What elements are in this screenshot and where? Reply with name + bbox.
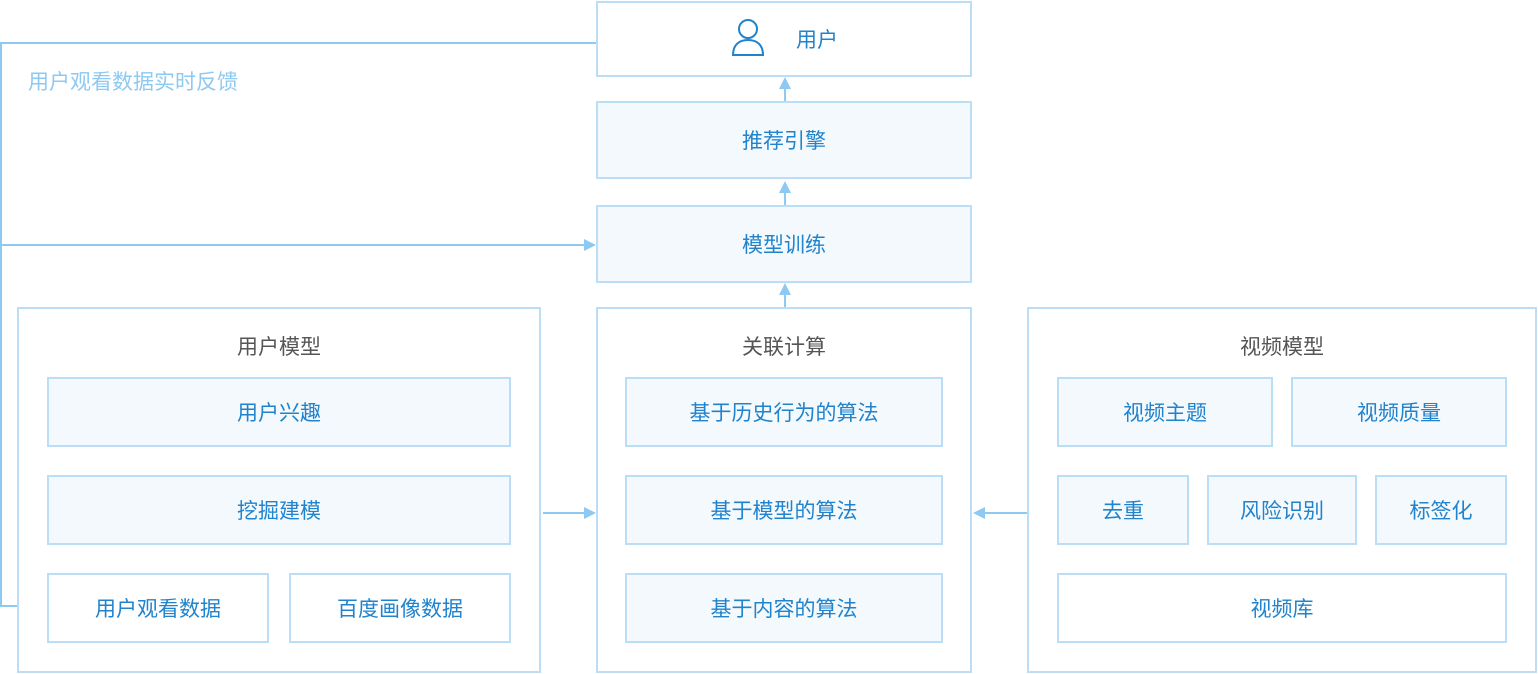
algorithm-item[interactable]: 基于模型的算法 [625,475,943,545]
algorithm-label: 基于历史行为的算法 [689,401,879,425]
profile-data-label: 百度画像数据 [337,597,463,621]
engine-label: 推荐引擎 [742,129,826,153]
arrowhead [779,283,791,295]
tagging-label: 标签化 [1409,499,1473,523]
model-training-node[interactable]: 模型训练 [596,205,972,283]
recommendation-engine-node[interactable]: 推荐引擎 [596,101,972,179]
arrowhead [779,181,791,193]
mining-label: 挖掘建模 [237,499,321,523]
algorithm-item[interactable]: 基于历史行为的算法 [625,377,943,447]
algorithm-item[interactable]: 基于内容的算法 [625,573,943,643]
user-interest-node[interactable]: 用户兴趣 [47,377,511,447]
algorithm-label: 基于内容的算法 [710,597,858,621]
arrowhead [584,239,596,251]
watch-data-label: 用户观看数据 [95,597,221,621]
association-title: 关联计算 [742,335,826,359]
video-quality-node[interactable]: 视频质量 [1291,377,1507,447]
user-label: 用户 [796,28,838,52]
baidu-profile-data-node[interactable]: 百度画像数据 [289,573,511,643]
risk-identification-node[interactable]: 风险识别 [1207,475,1357,545]
video-topic-node[interactable]: 视频主题 [1057,377,1273,447]
risk-label: 风险识别 [1240,499,1324,523]
arrowhead [779,77,791,89]
training-label: 模型训练 [742,233,826,257]
dedup-label: 去重 [1102,499,1144,523]
user-node[interactable]: 用户 [596,1,972,77]
mining-modeling-node[interactable]: 挖掘建模 [47,475,511,545]
video-library-node[interactable]: 视频库 [1057,573,1507,643]
video-library-label: 视频库 [1250,597,1314,621]
arrowhead [973,507,985,519]
video-topic-label: 视频主题 [1123,401,1207,425]
dedup-node[interactable]: 去重 [1057,475,1189,545]
video-model-title: 视频模型 [1240,335,1324,359]
tagging-node[interactable]: 标签化 [1375,475,1507,545]
user-watch-data-node[interactable]: 用户观看数据 [47,573,269,643]
video-quality-label: 视频质量 [1357,401,1441,425]
arrowhead [584,507,596,519]
feedback-label: 用户观看数据实时反馈 [28,70,238,94]
user-model-title: 用户模型 [237,335,321,359]
user-icon [730,17,766,62]
algorithm-label: 基于模型的算法 [710,499,858,523]
user-interest-label: 用户兴趣 [237,401,321,425]
